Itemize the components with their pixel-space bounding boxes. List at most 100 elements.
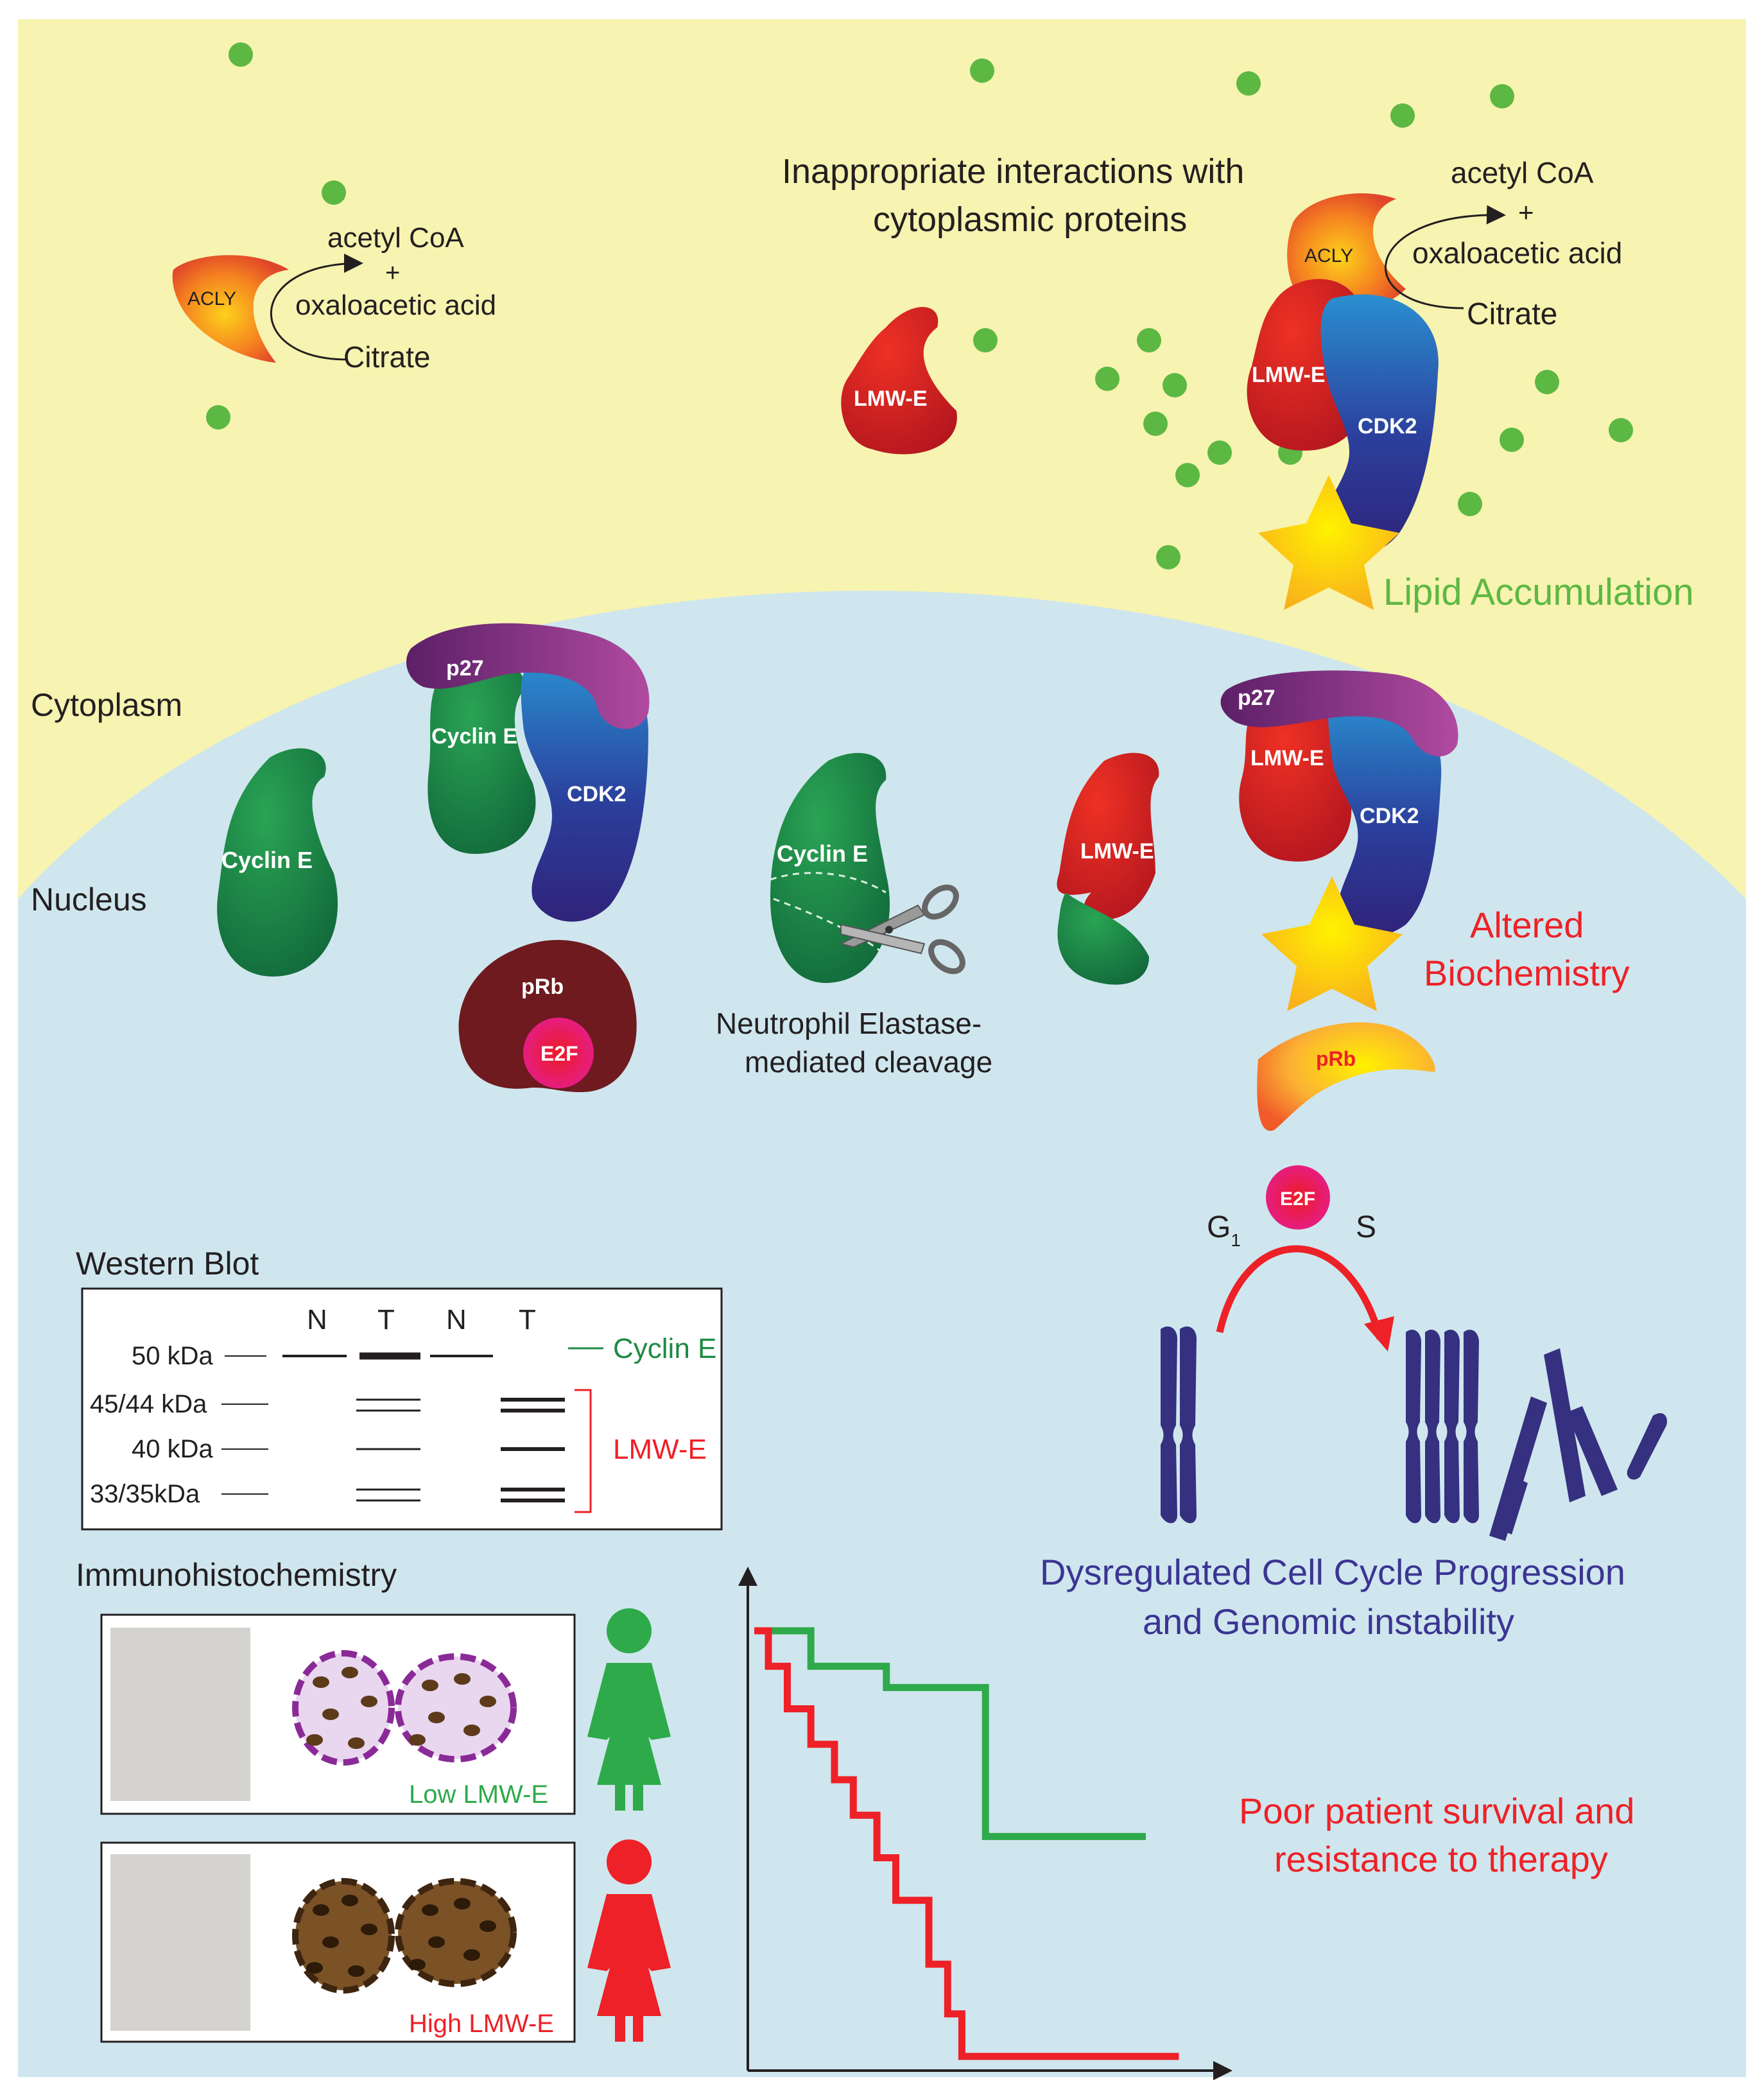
- patient-icon-high: [587, 1839, 671, 2042]
- low-lmw-e-cells: [292, 1650, 517, 1766]
- broken-chromosome-3: [1566, 1406, 1618, 1496]
- cyclin-e-label-complex: Cyclin E: [431, 724, 517, 749]
- acly-substrate-left: Citrate: [343, 340, 430, 374]
- lipid-droplet: [1143, 412, 1168, 436]
- lipid-droplet: [1137, 328, 1161, 352]
- lipid-droplet: [1175, 463, 1200, 487]
- broken-chromosome-2: [1489, 1396, 1547, 1541]
- lipid-droplet: [1163, 373, 1187, 397]
- western-blot-title: Western Blot: [76, 1246, 259, 1282]
- cleavage-caption-line2: mediated cleavage: [745, 1045, 992, 1079]
- blot-lmw-e-label: LMW-E: [613, 1434, 707, 1465]
- p27-label-left: p27: [446, 656, 484, 681]
- lipid-droplet: [1095, 367, 1120, 391]
- p27-label-right: p27: [1238, 686, 1275, 710]
- chromosomes-s-phase: [1406, 1329, 1479, 1524]
- poor-survival-line2: resistance to therapy: [1274, 1839, 1608, 1879]
- chromosome-s: [1406, 1329, 1421, 1524]
- chromosomes: [1161, 1326, 1667, 1541]
- cyclin-e-label-cleavage: Cyclin E: [777, 840, 868, 867]
- inappropriate-heading-line1: Inappropriate interactions with: [782, 152, 1244, 191]
- g1-label: G1: [1207, 1210, 1241, 1250]
- lipid-droplet: [973, 328, 998, 352]
- cell-cycle-arrow: [1216, 1245, 1384, 1340]
- activation-star-cyto: [1258, 475, 1399, 610]
- patient-icon-low: [587, 1608, 671, 1811]
- prb-label-left: pRb: [521, 975, 564, 999]
- dysregulated-line1: Dysregulated Cell Cycle Progression: [1040, 1552, 1625, 1592]
- acly-plus-left: +: [385, 259, 400, 287]
- altered-biochemistry-line1: Altered: [1470, 905, 1584, 945]
- mw-label-45-44: 45/44 kDa: [90, 1390, 207, 1418]
- survival-curve-low: [754, 1627, 1146, 1840]
- broken-chromosome-4: [1499, 1477, 1528, 1534]
- free-lmw-e-label: LMW-E: [854, 387, 928, 411]
- ihc-title: Immunohistochemistry: [76, 1557, 397, 1593]
- prb-e2f-complex: pRb E2F: [458, 940, 637, 1093]
- acly-right-group: ACLY acetyl CoA + oxaloacetic acid Citra…: [1247, 156, 1622, 610]
- cdk2-shape-nuclear: [1328, 697, 1442, 936]
- acly-label-left: ACLY: [187, 288, 236, 309]
- broken-chromosome-5: [1627, 1413, 1667, 1480]
- low-lmw-e-label: Low LMW-E: [409, 1780, 548, 1809]
- lipid-droplet: [1236, 71, 1261, 96]
- chromosome-g1: [1161, 1326, 1177, 1524]
- ihc-image-placeholder-low: [110, 1628, 250, 1801]
- e2f-label-left: E2F: [540, 1042, 578, 1065]
- cyclin-e-label-free: Cyclin E: [221, 847, 313, 873]
- lmw-e-shape-nuclear: [1239, 688, 1352, 862]
- lipid-droplet: [1535, 370, 1559, 394]
- lmw-e-label-cleaved: LMW-E: [1080, 839, 1154, 864]
- chromosome-s: [1425, 1329, 1440, 1524]
- blot-bands: [221, 1352, 565, 1502]
- cdk2-label-complex: CDK2: [567, 782, 627, 806]
- lmw-e-shape-cleaved: [1057, 752, 1159, 920]
- survival-curve-high: [754, 1627, 1179, 2060]
- inappropriate-heading-line2: cytoplasmic proteins: [873, 200, 1187, 239]
- acly-enzyme-left: [172, 255, 289, 363]
- cyclin-e-cdk2-p27-complex: p27 Cyclin E CDK2: [406, 623, 650, 922]
- chromosome-g1b: [1180, 1326, 1197, 1524]
- ihc-image-placeholder-high: [110, 1854, 250, 2031]
- cleavage-site-dashes: [770, 872, 886, 952]
- broken-chromosome-1: [1544, 1348, 1586, 1502]
- mw-label-33-35: 33/35kDa: [90, 1480, 200, 1508]
- lipid-droplet: [970, 58, 994, 83]
- survival-y-arrowhead: [738, 1567, 757, 1586]
- cyclin-e-shape-complex: [428, 654, 536, 854]
- acly-left-group: ACLY acetyl CoA + oxaloacetic acid Citra…: [172, 222, 496, 374]
- cleavage-caption-line1: Neutrophil Elastase-: [716, 1007, 981, 1040]
- lipid-droplet: [1458, 492, 1482, 516]
- lmw-e-bracket: [575, 1389, 592, 1513]
- lipid-droplet: [1500, 428, 1524, 452]
- lipid-droplets: [206, 42, 1633, 569]
- e2f-circle-left: [523, 1018, 594, 1088]
- lipid-droplet: [1207, 440, 1232, 465]
- cyclin-e-shape-free: [217, 748, 338, 977]
- acly-product1-right: acetyl CoA: [1451, 156, 1594, 189]
- free-lmw-e-shape: [841, 307, 957, 455]
- lipid-droplet: [1490, 84, 1514, 109]
- mw-label-50: 50 kDa: [132, 1342, 213, 1370]
- cdk2-shape-cyto: [1320, 294, 1439, 555]
- p27-shape-left: [406, 623, 650, 729]
- activation-star-nuclear: [1261, 876, 1403, 1011]
- lipid-droplet: [1609, 418, 1633, 442]
- e2f-circle-released: [1266, 1165, 1330, 1230]
- lipid-droplet: [1390, 103, 1415, 128]
- prb-label-active: pRb: [1316, 1047, 1356, 1070]
- p27-shape-right: [1220, 670, 1458, 757]
- acly-product1-left: acetyl CoA: [327, 222, 464, 254]
- cytoplasm-label: Cytoplasm: [31, 687, 182, 723]
- lipid-droplet: [1156, 545, 1180, 569]
- cdk2-label-cyto: CDK2: [1358, 414, 1417, 439]
- mw-label-40: 40 kDa: [132, 1435, 213, 1463]
- cdk2-label-nuclear: CDK2: [1360, 804, 1419, 828]
- lane-label-3: N: [446, 1304, 467, 1335]
- cyclin-e-fragment: [1057, 892, 1149, 985]
- lipid-droplet: [229, 42, 253, 67]
- chromosome-s: [1444, 1329, 1460, 1524]
- acly-plus-right: +: [1518, 197, 1534, 227]
- scissors-icon: [839, 884, 965, 975]
